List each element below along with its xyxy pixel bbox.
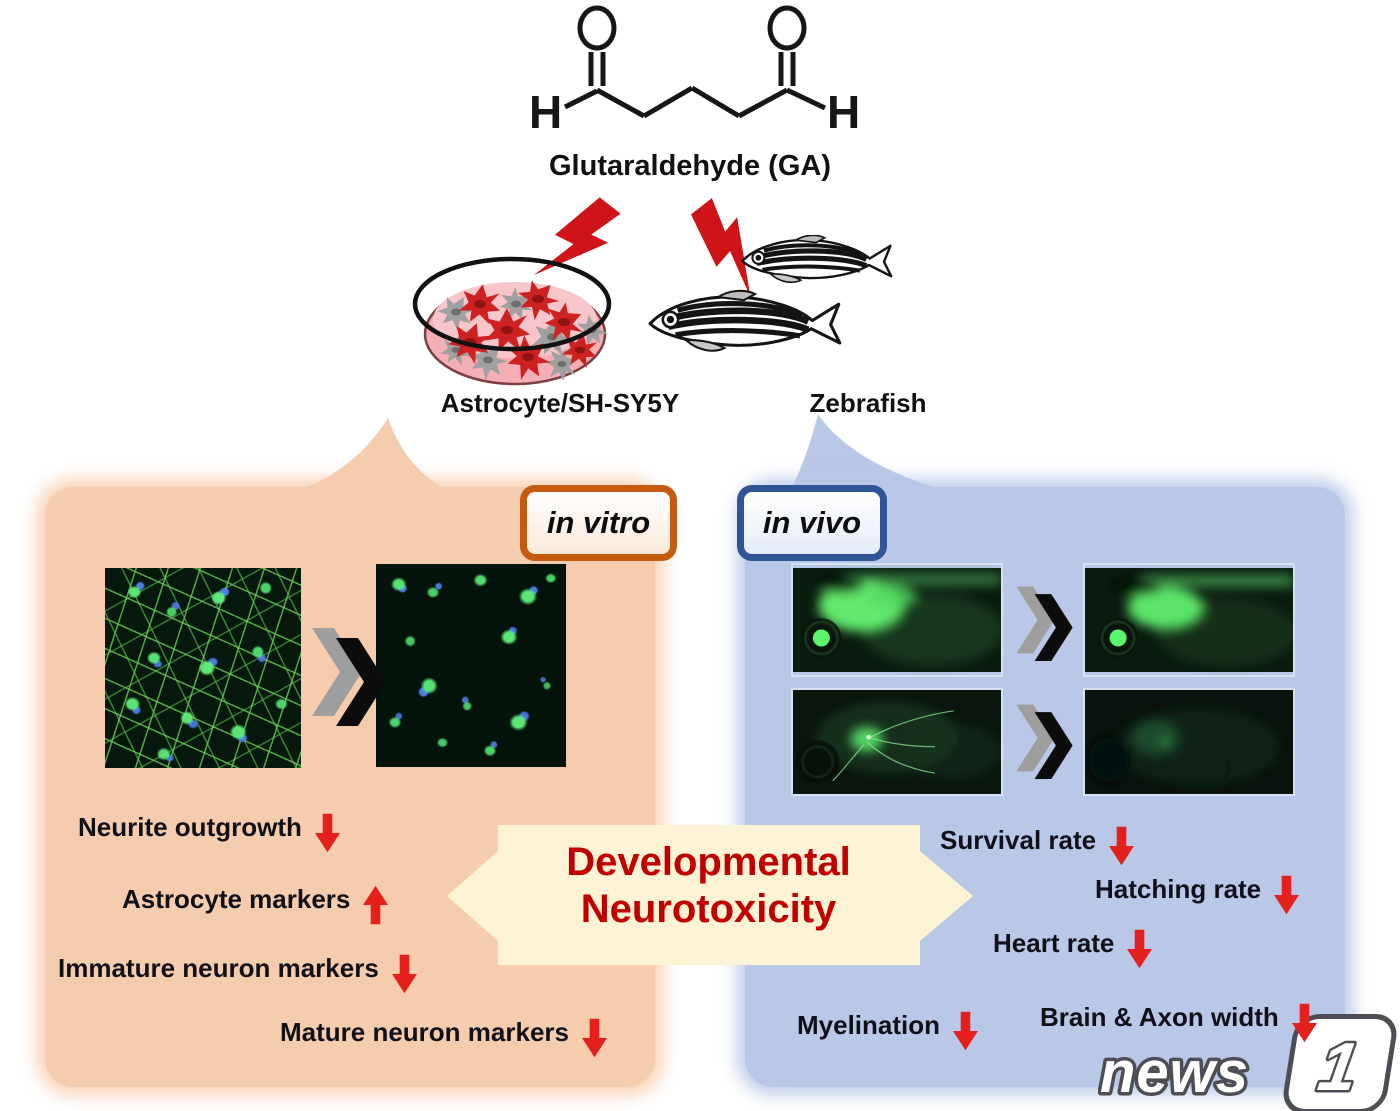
decrease-arrow-icon [1291, 1003, 1317, 1043]
finding-astrocyte-markers: Astrocyte markers [122, 884, 389, 925]
zebrafish-neuron-control-image [793, 690, 1001, 794]
astrocyte-cells [433, 272, 614, 387]
svg-text:1: 1 [1314, 1029, 1364, 1102]
finding-label: Mature neuron markers [280, 1017, 569, 1047]
news1-watermark: news 1 [1098, 1014, 1400, 1111]
chevron-right-icon [312, 628, 386, 726]
zebrafish-brain-treated-image [1085, 568, 1293, 672]
in-vivo-badge: in vivo [737, 485, 887, 561]
petri-dish-illustration [412, 256, 614, 387]
neuron-culture-treated-image [376, 564, 566, 767]
oxygen-left-icon [577, 5, 617, 51]
banner-line2: Neurotoxicity [580, 887, 837, 931]
finding-neurite-outgrowth: Neurite outgrowth [78, 812, 340, 853]
in-vivo-badge-label: in vivo [762, 505, 862, 540]
finding-label: Immature neuron markers [58, 953, 379, 983]
news1-number: 1 [1311, 1027, 1366, 1102]
chevron-right-icon [1016, 586, 1073, 661]
in-vitro-model-label: Astrocyte/SH-SY5Y [440, 388, 680, 418]
finding-immature-neuron-markers: Immature neuron markers [58, 953, 417, 994]
finding-mature-neuron-markers: Mature neuron markers [280, 1017, 607, 1058]
zebrafish-brain-control-image [793, 568, 1001, 672]
in-vitro-badge-label: in vitro [546, 505, 651, 540]
decrease-arrow-icon [1274, 875, 1300, 915]
finding-label: Astrocyte markers [122, 884, 351, 914]
increase-arrow-icon [363, 885, 389, 925]
lightning-icon [690, 198, 751, 298]
banner-line1: Developmental [566, 840, 851, 884]
finding-label: Neurite outgrowth [78, 812, 302, 842]
in-vivo-model-label: Zebrafish [809, 388, 927, 418]
finding-label: Heart rate [993, 928, 1115, 958]
zebrafish-illustration [645, 235, 985, 390]
finding-survival-rate: Survival rate [940, 825, 1135, 866]
decrease-arrow-icon [391, 954, 417, 994]
finding-heart-rate: Heart rate [993, 928, 1153, 969]
finding-label: Survival rate [940, 825, 1097, 855]
decrease-arrow-icon [581, 1018, 607, 1058]
lightning-icon [533, 197, 621, 276]
finding-brain-axon-width: Brain & Axon width [1040, 1002, 1317, 1043]
finding-myelination: Myelination [797, 1010, 979, 1051]
finding-label: Brain & Axon width [1040, 1002, 1279, 1032]
hydrogen-left-label: H [529, 86, 562, 138]
zebrafish-neuron-treated-image [1085, 690, 1293, 794]
decrease-arrow-icon [314, 813, 340, 853]
decrease-arrow-icon [1127, 929, 1153, 969]
compound-name: Glutaraldehyde (GA) [549, 150, 831, 182]
news1-number-box: 1 [1280, 1014, 1400, 1111]
finding-label: Hatching rate [1095, 874, 1262, 904]
chevron-right-icon [1016, 704, 1073, 779]
in-vitro-panel-pointer [290, 418, 440, 493]
finding-label: Myelination [797, 1010, 941, 1040]
in-vitro-badge: in vitro [520, 485, 677, 561]
in-vivo-panel-pointer [790, 414, 950, 492]
news-wordmark: news [1098, 1037, 1252, 1109]
news-wordmark-text: news [1100, 1040, 1249, 1105]
banner-text: Developmental Neurotoxicity [497, 839, 920, 933]
decrease-arrow-icon [953, 1011, 979, 1051]
oxygen-right-icon [767, 5, 807, 51]
finding-hatching-rate: Hatching rate [1095, 874, 1300, 915]
glutaraldehyde-structure: H H [529, 5, 860, 138]
neuron-culture-control-image [105, 568, 301, 768]
hydrogen-right-label: H [827, 86, 860, 138]
developmental-neurotoxicity-banner [447, 825, 973, 965]
decrease-arrow-icon [1109, 826, 1135, 866]
